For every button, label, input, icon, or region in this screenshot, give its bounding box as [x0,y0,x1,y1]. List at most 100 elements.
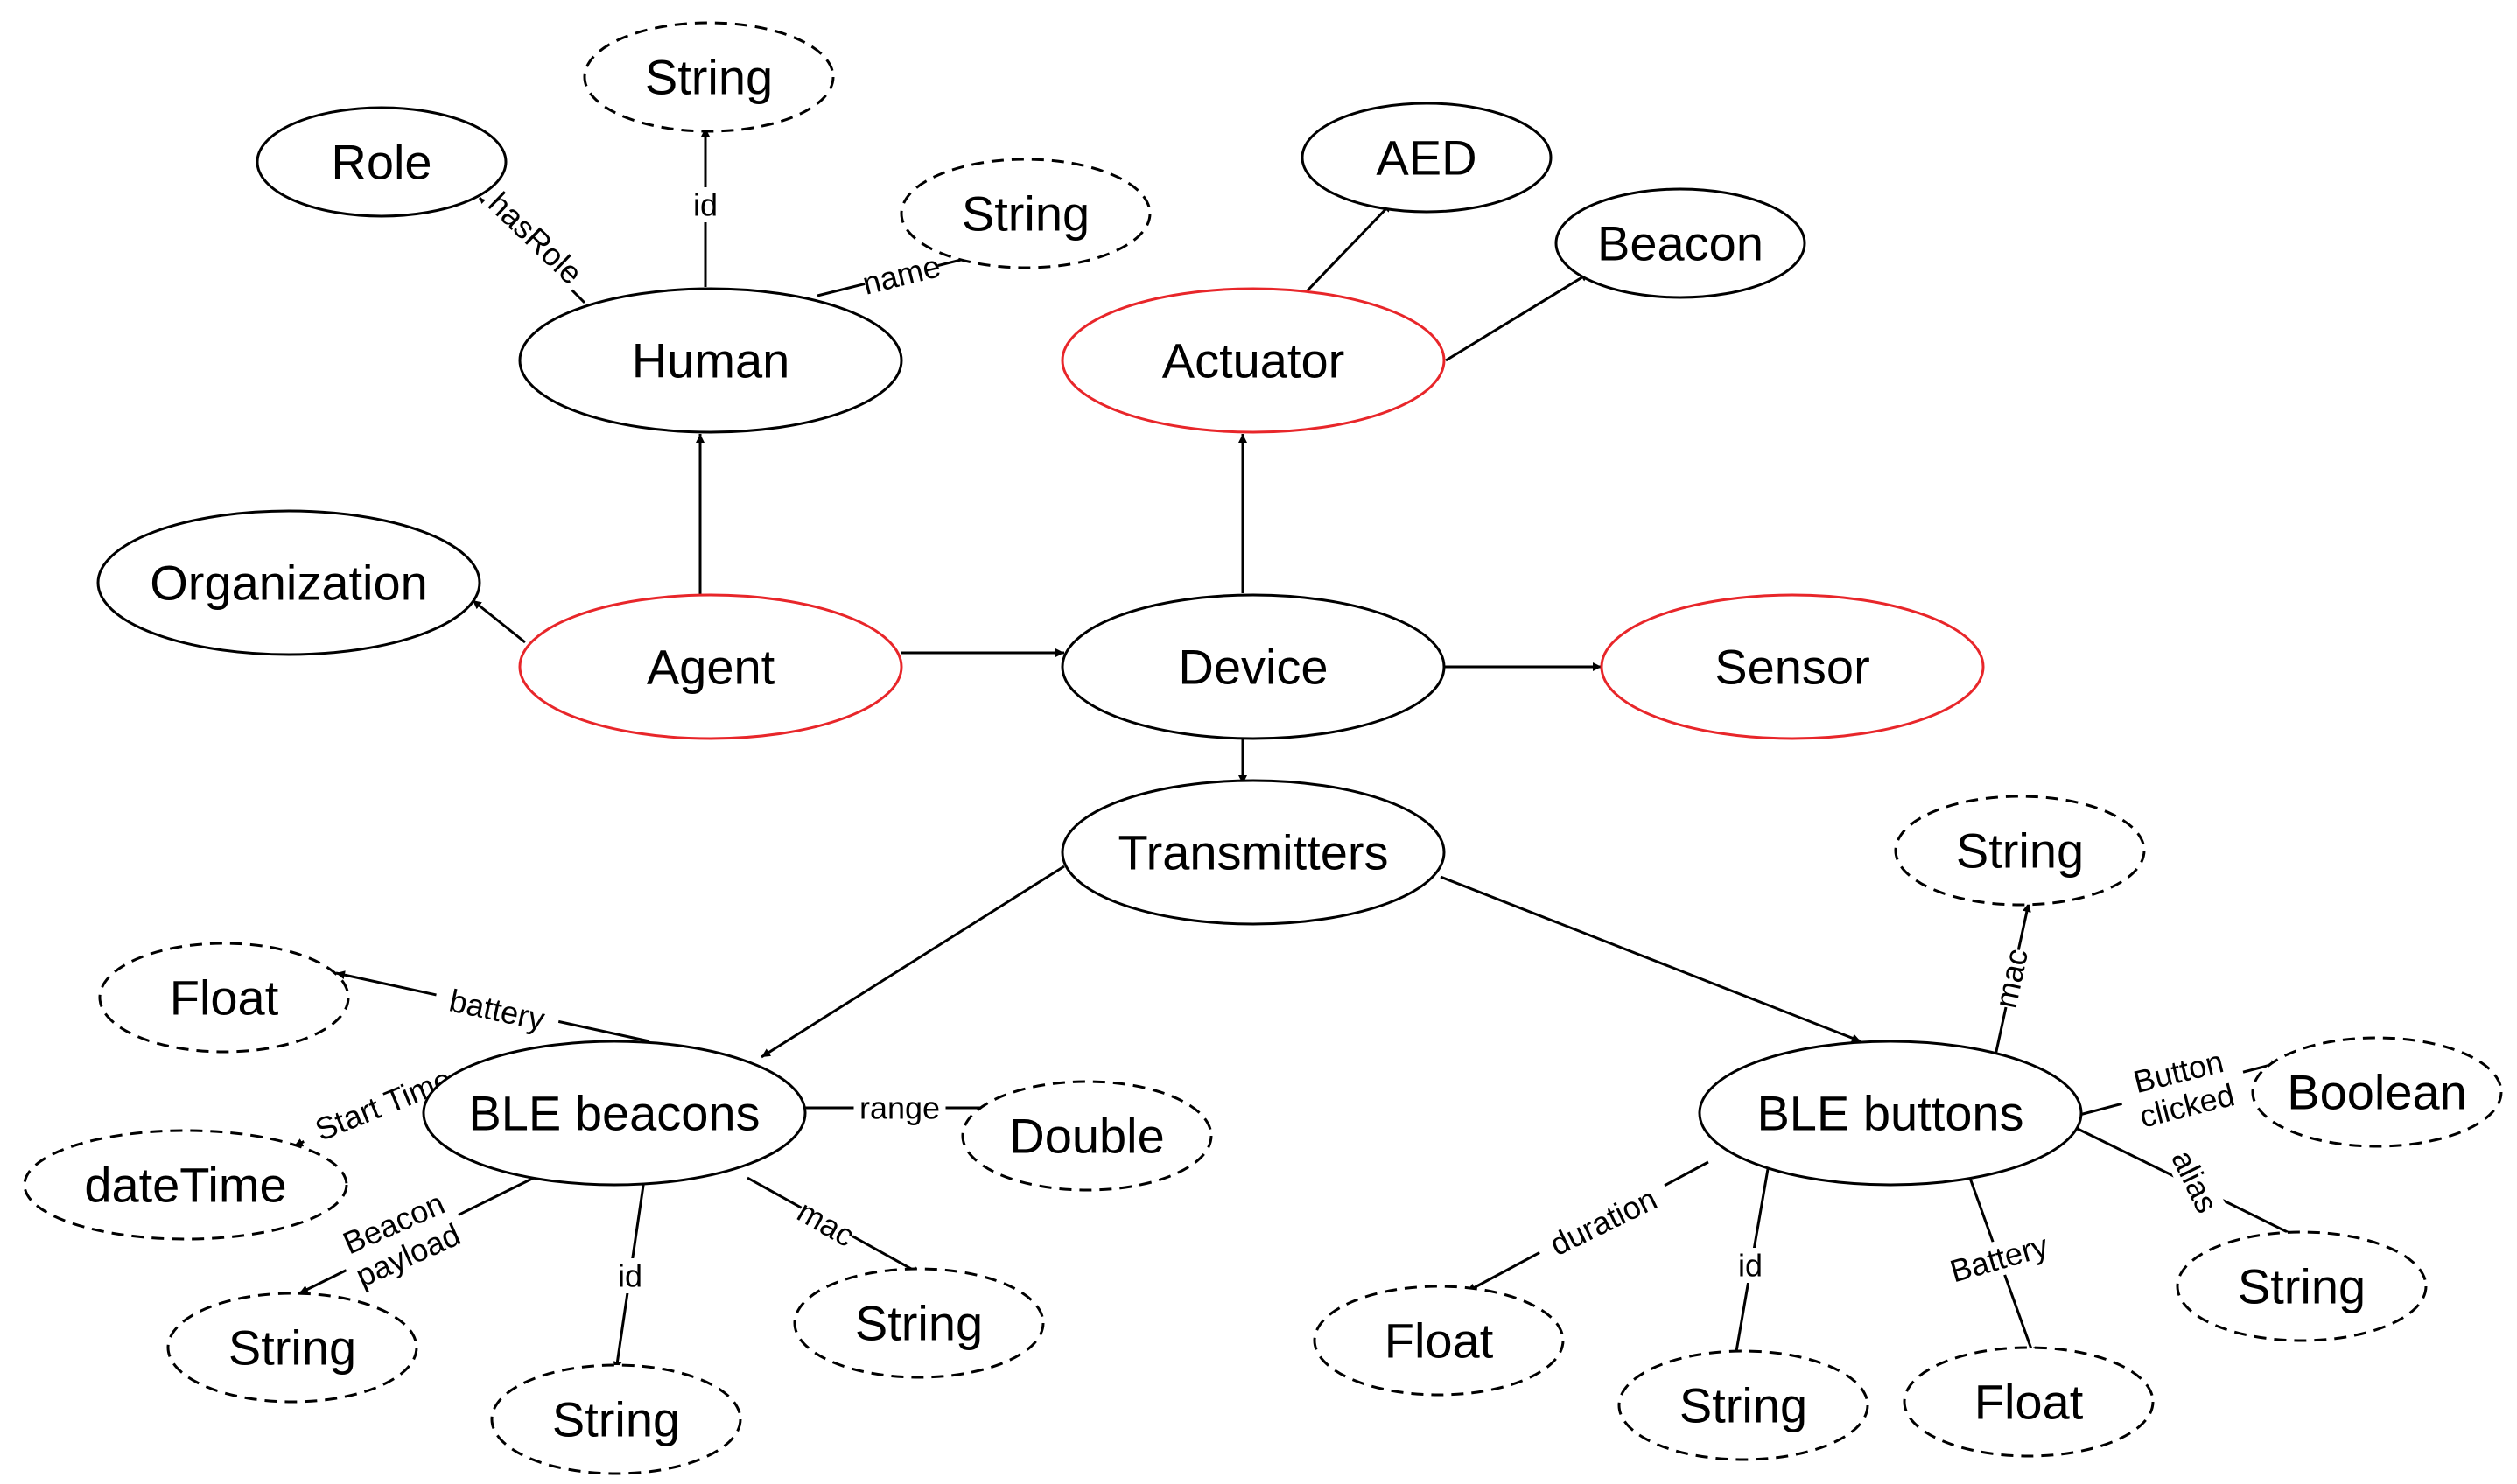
node-shape [961,1080,1213,1192]
node-datetime: dateTime [23,1129,348,1241]
node-label: Role [331,135,431,190]
node-organization: Organization [96,509,481,656]
node-shape [518,593,903,740]
node-shape [1894,794,2146,906]
node-string-human-name: String [900,158,1152,270]
node-shape [422,1040,807,1186]
node-label: Agent [647,640,775,695]
edge-transmitters-blebeacons [761,864,1065,1059]
node-shape [1061,779,1446,926]
node-shape [1061,287,1446,434]
edge-label-background [791,1193,861,1254]
edge-label-group: range [853,1090,946,1126]
node-float-beacon-battery: Float [98,942,350,1054]
node-string-alias: String [2176,1230,2428,1342]
edge-label-background [1532,1174,1675,1269]
node-label: Beacon [1597,216,1763,271]
node-sensor: Sensor [1600,593,1985,740]
node-label: String [552,1392,680,1447]
edge-transmitters-blebuttons [1440,875,1861,1043]
node-label: String [1956,823,2084,878]
node-string-beacon-id: String [490,1363,742,1475]
edge-label-background [2113,1039,2253,1138]
node-shape [583,21,835,133]
node-shape [166,1292,418,1404]
node-ble-beacons: BLE beacons [422,1040,807,1186]
edge-label-group: id [609,1258,651,1294]
node-shape [98,942,350,1054]
edge-label-background [609,1258,651,1293]
node-label: Double [1009,1109,1164,1164]
node-double-range: Double [961,1080,1213,1192]
node-shape [1617,1349,1869,1461]
node-shape [518,287,903,434]
node-transmitters: Transmitters [1061,779,1446,926]
node-label: BLE buttons [1756,1086,2023,1141]
edge-label-group: id [1729,1248,1771,1284]
node-shape [2176,1230,2428,1342]
edge-label-background [431,979,563,1040]
node-device: Device [1061,593,1446,740]
node-float-duration: Float [1313,1284,1565,1396]
edge-label-background [2159,1132,2231,1230]
node-string-btn-mac: String [1894,794,2146,906]
node-string-human-id: String [583,21,835,133]
edge-agent-organization [472,598,526,644]
node-string-beacon-mac: String [793,1267,1045,1379]
node-label: String [2238,1259,2366,1314]
edge-label: id [693,187,718,223]
edge-actuator-aed [1306,201,1393,292]
node-shape [1313,1284,1565,1396]
edge-buttons-id: id [1729,1168,1771,1362]
node-label: BLE beacons [468,1086,760,1141]
node-actuator: Actuator [1061,287,1446,434]
edge-label-background [1729,1248,1771,1283]
node-label: Float [170,970,279,1026]
node-label: Float [1974,1375,2084,1430]
node-role: Role [256,106,508,218]
edge-label: id [618,1258,642,1294]
node-string-btn-id: String [1617,1349,1869,1461]
node-shape [1061,593,1446,740]
edge-actuator-beacon [1445,271,1590,362]
node-label: Float [1385,1313,1494,1368]
node-label: AED [1376,130,1476,186]
node-boolean: Boolean [2251,1036,2503,1148]
node-label: Human [632,333,790,388]
edge-label-background [295,1054,472,1154]
edge-label-background [478,181,593,295]
node-shape [23,1129,348,1241]
node-shape [2251,1036,2503,1148]
node-label: Device [1178,640,1328,695]
node-label: Actuator [1162,333,1345,388]
edge-label-group: id [684,187,726,223]
edge-beacons-range: range [805,1090,994,1126]
node-label: String [645,50,773,105]
edge-arrow [761,864,1065,1059]
node-beacon: Beacon [1554,187,1806,299]
edge-arrow [1440,875,1861,1043]
node-label: dateTime [84,1158,286,1213]
node-shape [1698,1040,2083,1186]
edge-beacons-battery: battery [335,970,650,1043]
node-float-btn-battery: Float [1903,1346,2155,1458]
node-shape [96,509,481,656]
edge-label: range [859,1090,940,1126]
edge-human-name: name [817,248,986,302]
edge-label-background [1988,946,2035,1011]
node-agent: Agent [518,593,903,740]
node-shape [1301,102,1553,214]
node-label: String [855,1296,983,1351]
edge-label-background [860,248,943,301]
node-shape [1554,187,1806,299]
node-shape [490,1363,742,1475]
edge-label-background [853,1090,946,1125]
edge-label-background [329,1181,473,1297]
node-human: Human [518,287,903,434]
node-label: Sensor [1714,640,1869,695]
node-label: Transmitters [1118,825,1388,880]
edge-beacons-id: id [609,1179,651,1371]
edge-label-background [684,187,726,222]
edge-human-id: id [684,128,726,287]
node-label: String [962,186,1090,242]
